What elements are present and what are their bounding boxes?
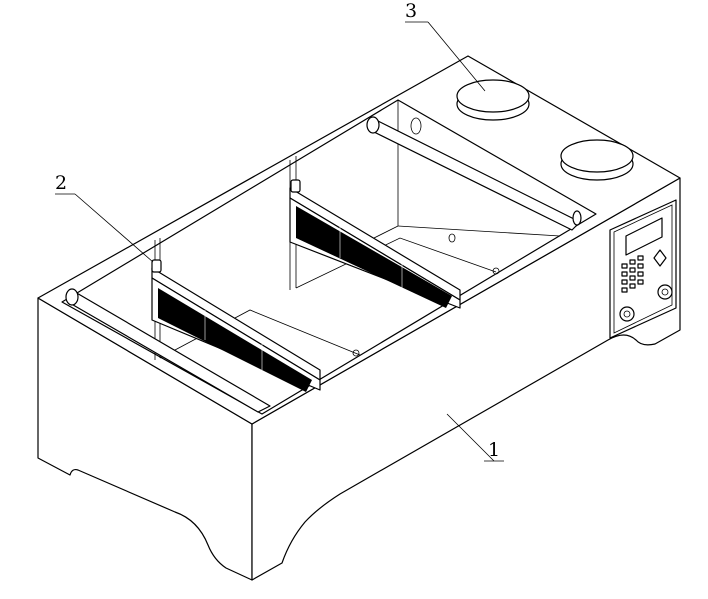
wall-hole-lower bbox=[448, 233, 456, 243]
control-knob-right bbox=[657, 284, 673, 300]
wall-hole-upper bbox=[410, 117, 422, 135]
round-lid-front bbox=[456, 79, 530, 121]
fan-panel-left-clip bbox=[151, 259, 162, 273]
floor-hole-left bbox=[352, 349, 360, 357]
callout-3-label: 3 bbox=[405, 0, 417, 22]
callout-3: 3 bbox=[405, 0, 486, 92]
floor-line-1 bbox=[159, 309, 361, 359]
fan-panel-right-clip bbox=[290, 179, 301, 193]
callout-2-label: 2 bbox=[55, 172, 67, 194]
box-side-face bbox=[251, 177, 681, 581]
back-tube bbox=[366, 116, 582, 231]
control-keypad bbox=[621, 255, 644, 293]
box-front-face bbox=[37, 297, 253, 581]
round-lid-rear bbox=[560, 139, 634, 181]
control-panel bbox=[609, 199, 677, 339]
control-knob-left bbox=[619, 306, 635, 322]
fan-panel-right bbox=[289, 179, 461, 309]
left-tube bbox=[65, 288, 271, 413]
control-dpad bbox=[653, 249, 667, 267]
callout-1: 1 bbox=[446, 413, 504, 462]
floor-line-2 bbox=[295, 237, 497, 289]
callout-2: 2 bbox=[55, 172, 154, 263]
inner-wall-floor-left bbox=[397, 225, 561, 237]
fan-panel-left bbox=[151, 259, 321, 392]
control-display bbox=[625, 217, 663, 256]
callout-1-label: 1 bbox=[488, 439, 500, 461]
floor-hole-right bbox=[492, 267, 500, 275]
